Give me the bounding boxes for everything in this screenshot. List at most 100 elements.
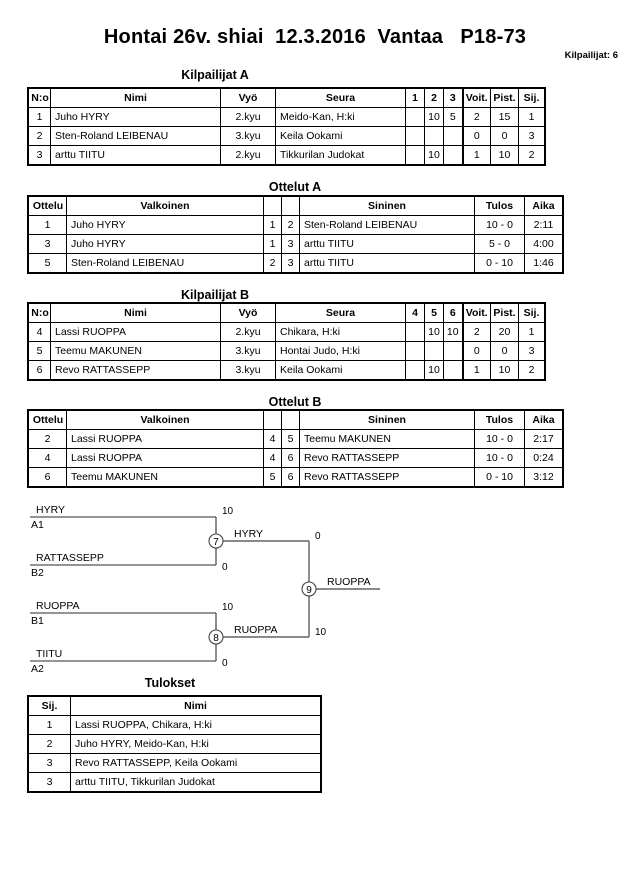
col-rank: Sij.	[28, 696, 71, 716]
cell-belt: 3.kyu	[220, 360, 276, 380]
bracket-node-8-circle	[208, 629, 224, 645]
cell-time: 2:17	[524, 429, 563, 449]
competitor-count: Kilpailijat: 6	[564, 50, 618, 61]
cell-rank: 2	[28, 734, 71, 754]
cell-blue: Sten-Roland LEIBENAU	[299, 215, 475, 235]
col-m5: 5	[424, 303, 444, 323]
cell-wins: 1	[461, 360, 491, 380]
col-match-no: Ottelu	[28, 196, 67, 216]
bracket-node-winner: HYRY	[234, 528, 263, 540]
bracket-score-top: 10	[222, 602, 234, 613]
bracket-node-number: 9	[306, 585, 312, 596]
table-row: 2 Juho HYRY, Meido-Kan, H:ki	[28, 734, 321, 754]
cell-white: Teemu MAKUNEN	[66, 467, 264, 487]
cell-rank: 2	[518, 145, 545, 165]
elimination-bracket: HYRY A1 RATTASSEPP B2 RUOPPA B1 TIITU A2…	[0, 495, 630, 675]
cell-points: 15	[490, 107, 519, 127]
cell-no: 5	[28, 341, 51, 361]
cell-blue: Revo RATTASSEPP	[299, 467, 475, 487]
table-header-row: N:o Nimi Vyö Seura 1 2 3 Voit. Pist. Sij…	[28, 88, 545, 108]
bracket-node-number: 8	[213, 633, 219, 644]
bracket-score-bottom: 10	[315, 627, 327, 638]
table-row: 4 Lassi RUOPPA 4 6 Revo RATTASSEPP 10 - …	[28, 448, 563, 468]
cell-white: Sten-Roland LEIBENAU	[66, 253, 264, 273]
col-time: Aika	[524, 410, 563, 430]
cell-blue: arttu TIITU	[299, 253, 475, 273]
cell-club: Keila Ookami	[275, 360, 406, 380]
cell-m3: 5	[443, 107, 463, 127]
table-row: 6 Teemu MAKUNEN 5 6 Revo RATTASSEPP 0 - …	[28, 467, 563, 487]
cell-m6	[443, 341, 463, 361]
cell-m5: 10	[424, 360, 444, 380]
col-white: Valkoinen	[66, 410, 264, 430]
cell-points: 20	[490, 322, 519, 342]
cell-time: 0:24	[524, 448, 563, 468]
cell-no: 6	[28, 360, 51, 380]
cell-result: 0 - 10	[474, 253, 525, 273]
cell-m4	[405, 360, 425, 380]
matches-a-table: Ottelu Valkoinen Sininen Tulos Aika 1 Ju…	[27, 195, 564, 274]
col-wins: Voit.	[461, 303, 491, 323]
col-club: Seura	[275, 88, 406, 108]
cell-m2	[424, 126, 444, 146]
table-header-row: Ottelu Valkoinen Sininen Tulos Aika	[28, 410, 563, 430]
cell-wins: 2	[461, 322, 491, 342]
table-row: 1 Juho HYRY 2.kyu Meido-Kan, H:ki 10 5 2…	[28, 107, 545, 127]
col-blue: Sininen	[299, 410, 475, 430]
cell-rank: 3	[518, 126, 545, 146]
col-white: Valkoinen	[66, 196, 264, 216]
cell-no: 3	[28, 145, 51, 165]
bracket-entrant-seed: B2	[31, 567, 44, 579]
bracket-entrant-name: RATTASSEPP	[36, 552, 104, 564]
col-m4: 4	[405, 303, 425, 323]
cell-m5	[424, 341, 444, 361]
cell-match-no: 6	[28, 467, 67, 487]
pool-b-table: N:o Nimi Vyö Seura 4 5 6 Voit. Pist. Sij…	[27, 302, 546, 381]
bracket-node-number: 7	[213, 537, 219, 548]
cell-white: Juho HYRY	[66, 234, 264, 254]
col-no: N:o	[28, 303, 51, 323]
cell-m1	[405, 126, 425, 146]
cell-time: 1:46	[524, 253, 563, 273]
bracket-score-top: 10	[222, 506, 234, 517]
cell-time: 2:11	[524, 215, 563, 235]
cell-points: 0	[490, 126, 519, 146]
col-blue-no	[281, 410, 300, 430]
cell-club: Hontai Judo, H:ki	[275, 341, 406, 361]
bracket-champion-name: RUOPPA	[327, 576, 371, 588]
col-white-no	[263, 196, 282, 216]
cell-points: 10	[490, 360, 519, 380]
cell-blue: Teemu MAKUNEN	[299, 429, 475, 449]
bracket-node-7-circle	[208, 533, 224, 549]
cell-name: arttu TIITU, Tikkurilan Judokat	[70, 772, 321, 792]
col-belt: Vyö	[220, 88, 276, 108]
bracket-entrant-seed: A1	[31, 519, 44, 531]
table-row: 2 Sten-Roland LEIBENAU 3.kyu Keila Ookam…	[28, 126, 545, 146]
cell-match-no: 1	[28, 215, 67, 235]
cell-blue-no: 3	[281, 234, 300, 254]
cell-no: 4	[28, 322, 51, 342]
cell-white-no: 5	[263, 467, 282, 487]
cell-m5: 10	[424, 322, 444, 342]
col-blue: Sininen	[299, 196, 475, 216]
table-row: 5 Teemu MAKUNEN 3.kyu Hontai Judo, H:ki …	[28, 341, 545, 361]
bracket-node-winner: RUOPPA	[234, 624, 278, 636]
cell-points: 0	[490, 341, 519, 361]
cell-m1	[405, 145, 425, 165]
cell-result: 10 - 0	[474, 215, 525, 235]
col-m2: 2	[424, 88, 444, 108]
cell-name: Juho HYRY, Meido-Kan, H:ki	[70, 734, 321, 754]
col-points: Pist.	[490, 303, 519, 323]
bracket-node-9-circle	[301, 581, 317, 597]
table-row: 3 arttu TIITU 2.kyu Tikkurilan Judokat 1…	[28, 145, 545, 165]
table-row: 1 Juho HYRY 1 2 Sten-Roland LEIBENAU 10 …	[28, 215, 563, 235]
cell-blue: arttu TIITU	[299, 234, 475, 254]
cell-white-no: 2	[263, 253, 282, 273]
cell-wins: 0	[461, 341, 491, 361]
col-result: Tulos	[474, 196, 525, 216]
cell-blue: Revo RATTASSEPP	[299, 448, 475, 468]
cell-club: Chikara, H:ki	[275, 322, 406, 342]
cell-name: Juho HYRY	[50, 107, 221, 127]
cell-no: 2	[28, 126, 51, 146]
cell-match-no: 4	[28, 448, 67, 468]
